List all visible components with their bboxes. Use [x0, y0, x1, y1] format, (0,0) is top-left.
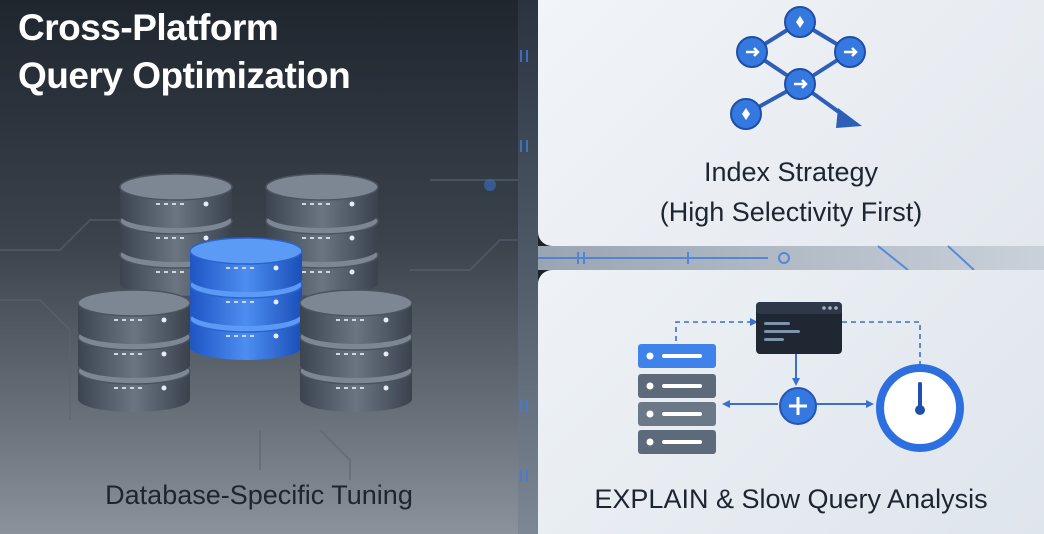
- plus-node-icon: [779, 387, 817, 425]
- panel-separator: [538, 245, 1044, 271]
- database-tuning-panel: Cross-Platform Query Optimization Databa…: [0, 0, 518, 534]
- server-rack-icon: [638, 344, 716, 454]
- explain-analysis-panel: EXPLAIN & Slow Query Analysis: [538, 270, 1044, 534]
- index-strategy-label: Index Strategy (High Selectivity First): [538, 152, 1044, 232]
- terminal-window-icon: [756, 302, 842, 354]
- database-stack-front-right: [299, 289, 413, 412]
- title-line-2: Query Optimization: [18, 55, 351, 96]
- index-strategy-panel: Index Strategy (High Selectivity First): [538, 0, 1044, 246]
- title-line-1: Cross-Platform: [18, 7, 279, 48]
- database-stack-center-highlight: [189, 237, 303, 360]
- index-node-graph-icon: [730, 6, 866, 130]
- divider-circuit: [520, 50, 528, 482]
- database-cylinder-icon: [77, 173, 413, 412]
- timer-gauge-icon: [876, 364, 964, 452]
- index-strategy-line-1: Index Strategy: [703, 157, 879, 187]
- index-strategy-line-2: (High Selectivity First): [659, 197, 923, 227]
- separator-circuit: [538, 245, 975, 271]
- database-stack-front-left: [77, 289, 191, 412]
- database-tuning-label: Database-Specific Tuning: [105, 480, 413, 510]
- page-title: Cross-Platform Query Optimization: [18, 4, 351, 100]
- explain-analysis-label: EXPLAIN & Slow Query Analysis: [594, 484, 988, 514]
- center-divider: [518, 0, 538, 534]
